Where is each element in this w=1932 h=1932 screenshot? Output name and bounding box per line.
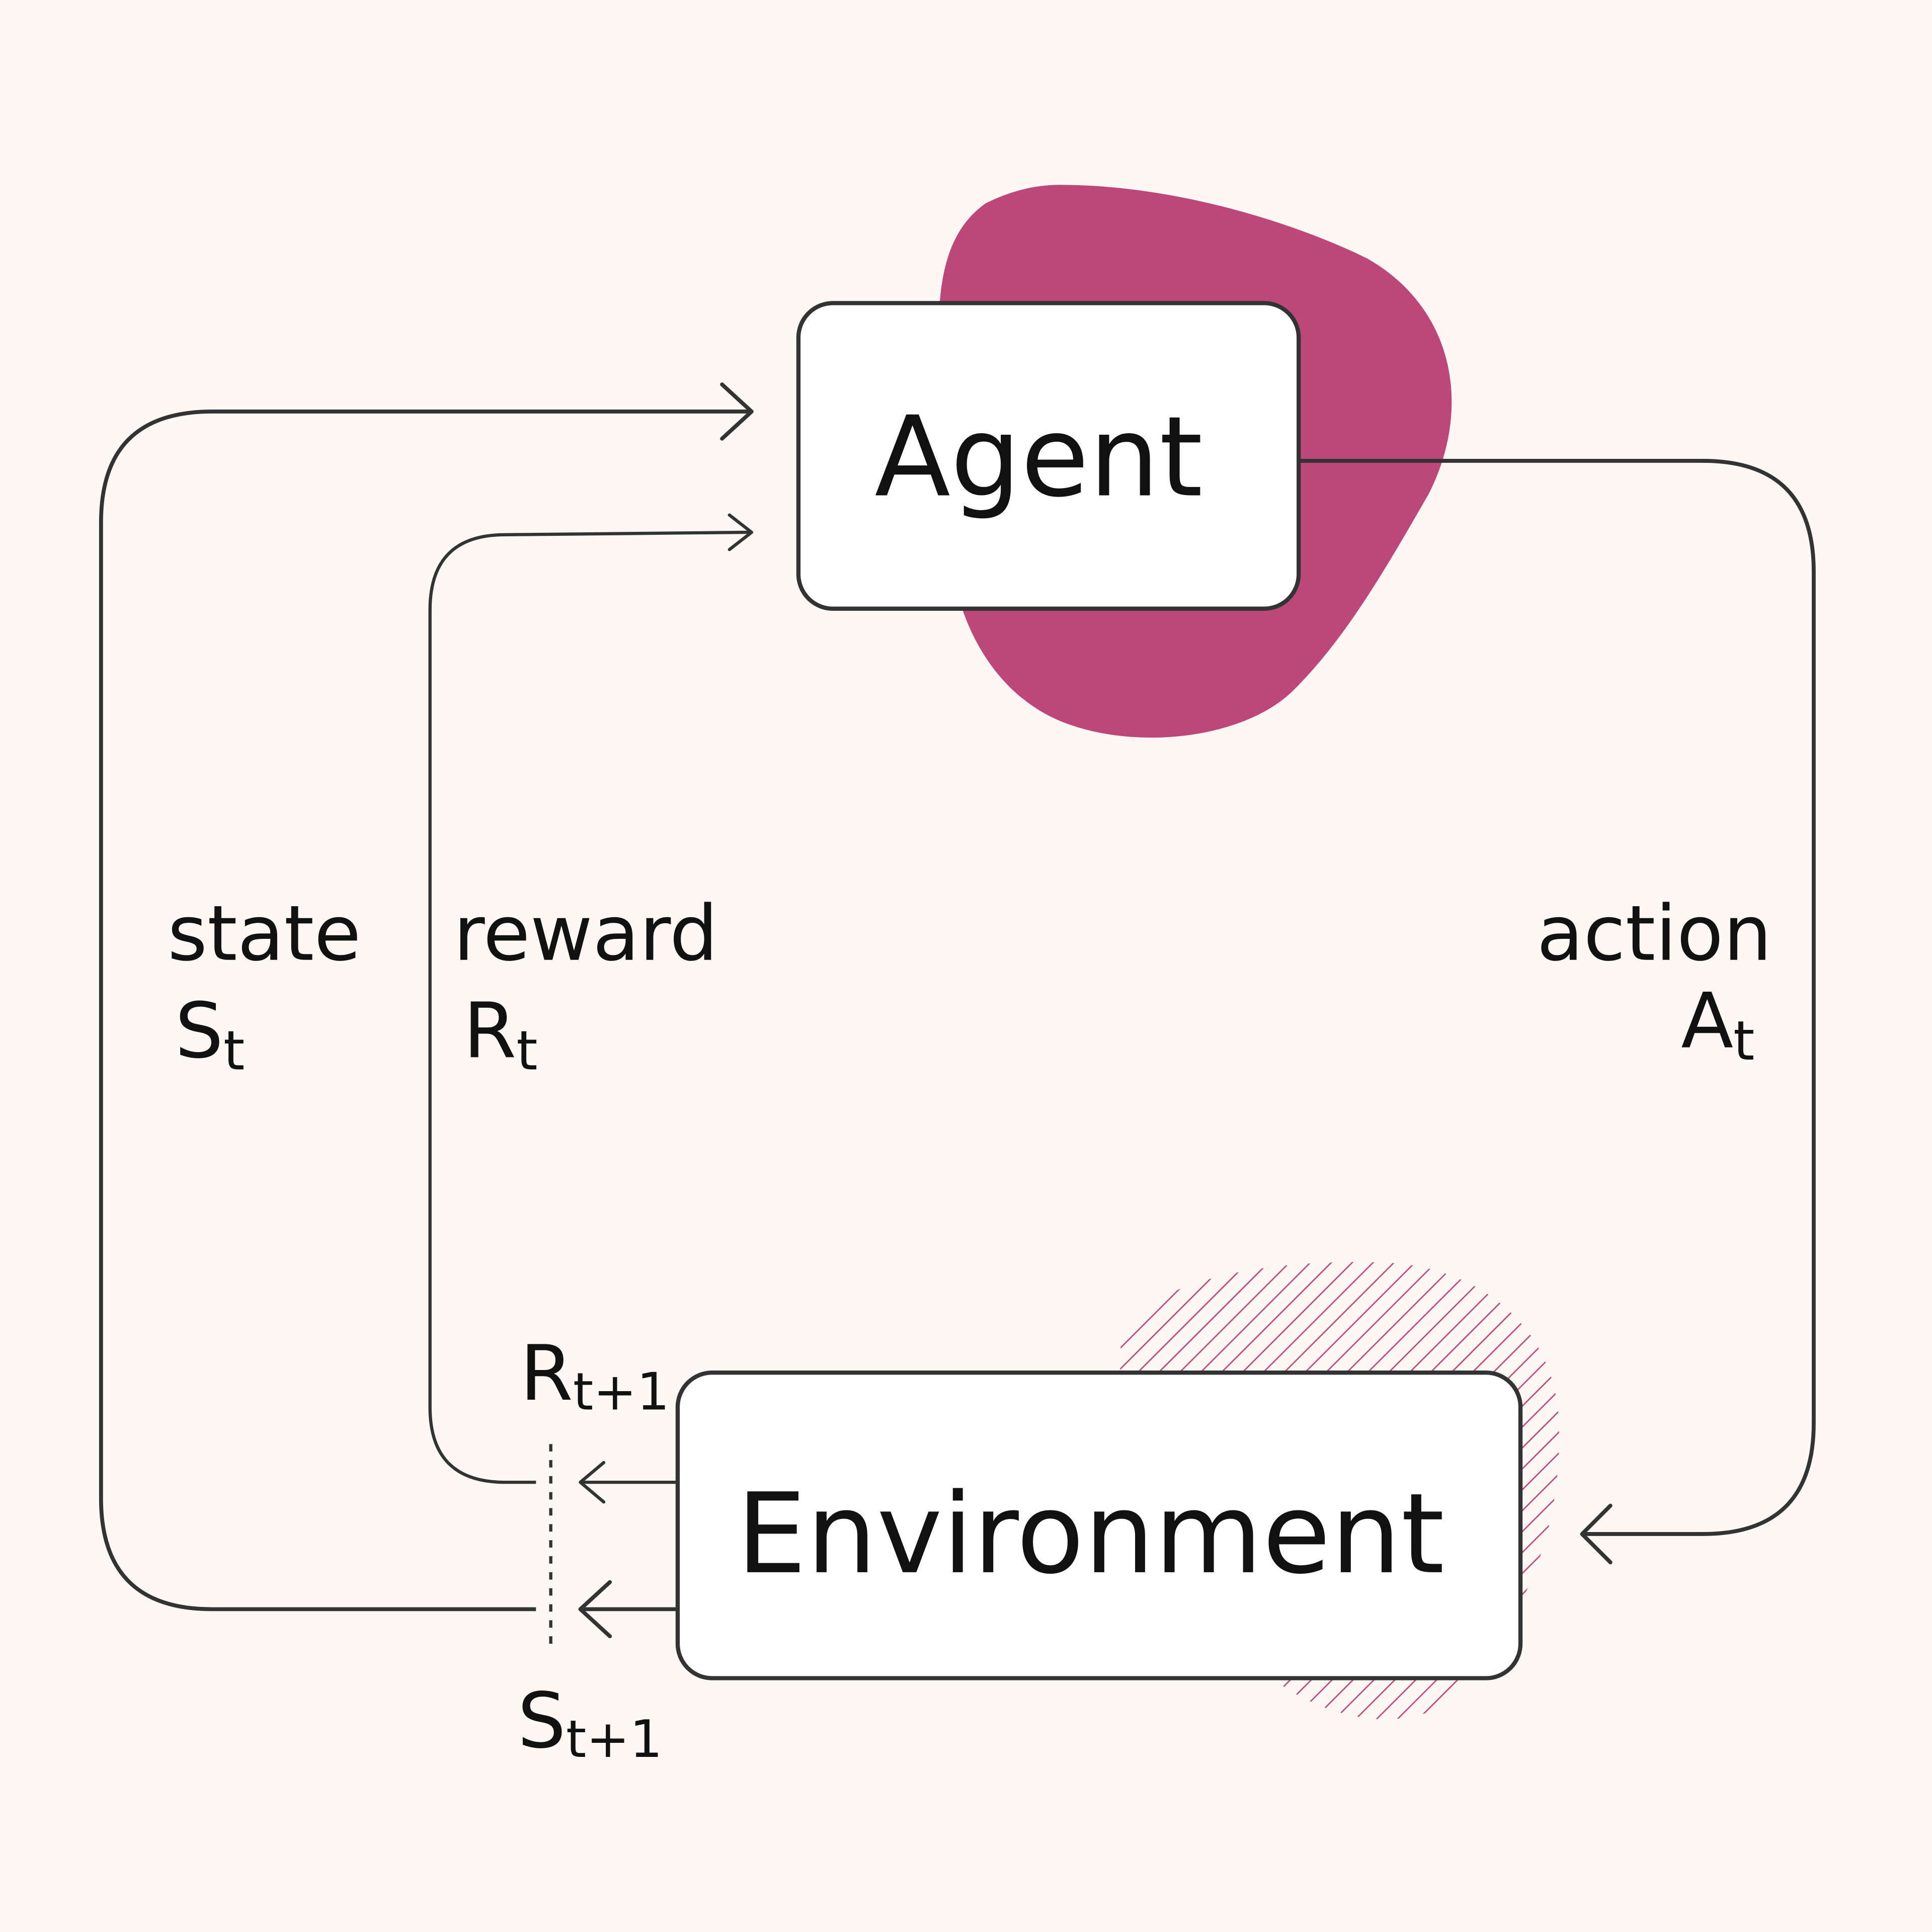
state-connector — [99, 410, 749, 1612]
action-word-label: action — [1537, 889, 1772, 978]
next-reward-arrowhead-icon — [579, 1461, 606, 1504]
action-arrowhead-icon — [1580, 1503, 1613, 1565]
environment-box[interactable] — [675, 1371, 1523, 1680]
environment-label: Environment — [737, 1469, 1444, 1598]
next-reward-label: Rt+1 — [520, 1329, 669, 1422]
reward-subscript: t — [516, 1020, 537, 1083]
action-symbol-label: At — [1681, 977, 1754, 1073]
reward-symbol-label: Rt — [463, 986, 538, 1082]
next-state-subscript: t+1 — [566, 1710, 663, 1769]
state-arrowhead-icon — [720, 382, 754, 441]
action-connector — [1300, 459, 1816, 1536]
reward-arrowhead-icon — [728, 513, 754, 551]
state-symbol-label: St — [175, 986, 245, 1082]
agent-label: Agent — [874, 392, 1202, 521]
action-subscript: t — [1733, 1010, 1754, 1073]
next-state-arrowhead-icon — [578, 1580, 612, 1639]
next-state-label: St+1 — [518, 1676, 663, 1770]
next-reward-subscript: t+1 — [573, 1362, 670, 1422]
state-word-label: state — [168, 889, 361, 978]
reward-word-label: reward — [453, 889, 718, 978]
state-subscript: t — [223, 1020, 245, 1083]
agent-box[interactable] — [796, 301, 1301, 611]
reward-connector — [428, 530, 750, 1484]
